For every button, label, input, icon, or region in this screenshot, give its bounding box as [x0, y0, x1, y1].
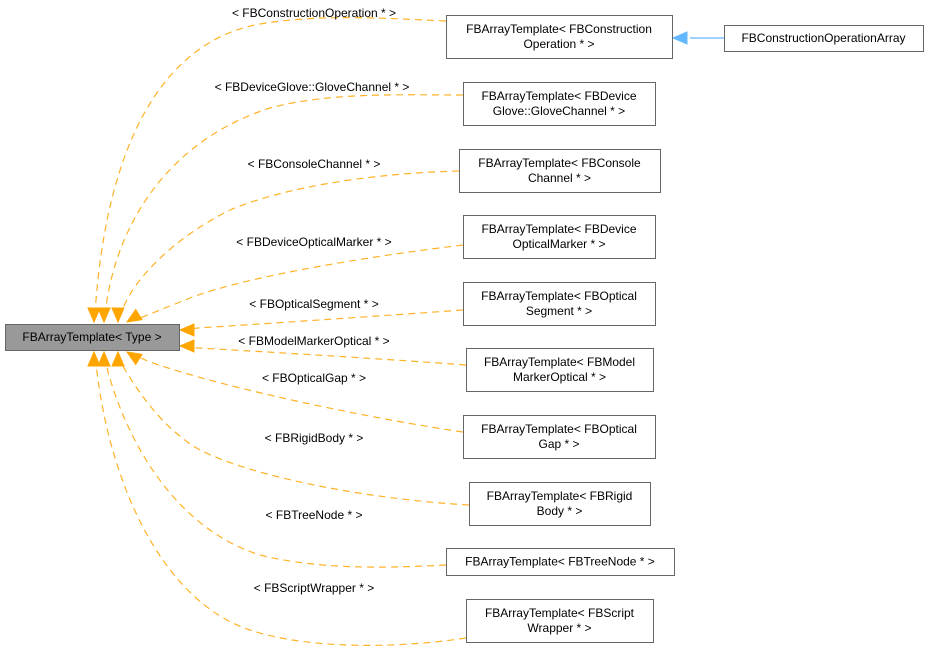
node-label: FBArrayTemplate< Type > [22, 330, 161, 344]
edge-label: < FBModelMarkerOptical * > [238, 334, 389, 348]
template-edge [179, 345, 467, 366]
inheritance-arrow-icon [671, 31, 688, 45]
template-edge [93, 17, 447, 323]
template-instance-node[interactable]: FBArrayTemplate< FBRigidBody * > [469, 482, 651, 526]
node-label: FBArrayTemplate< FBConsole [478, 156, 641, 170]
node-label: FBArrayTemplate< FBConstruction [466, 22, 652, 36]
template-instance-node[interactable]: FBArrayTemplate< FBDeviceGlove::GloveCha… [463, 82, 656, 126]
node-box [463, 215, 656, 259]
template-arrow-icon [125, 351, 143, 366]
template-instance-node[interactable]: FBArrayTemplate< FBOpticalGap * > [463, 415, 656, 459]
template-arrow-icon [97, 350, 111, 367]
node-box [463, 415, 656, 459]
node-label: Wrapper * > [527, 621, 591, 635]
node-label: FBArrayTemplate< FBModel [484, 355, 635, 369]
node-box [724, 25, 924, 52]
nodes-layer: FBArrayTemplate< Type > FBArrayTemplate< … [5, 15, 924, 643]
node-label: OpticalMarker * > [512, 237, 605, 251]
template-edge [93, 351, 467, 646]
root-node[interactable]: FBArrayTemplate< Type > [5, 324, 180, 351]
template-edge [103, 94, 464, 323]
template-instance-node[interactable]: FBArrayTemplate< FBOpticalSegment * > [463, 282, 656, 326]
edge-label: < FBDeviceOpticalMarker * > [236, 235, 391, 249]
edge-label: < FBConsoleChannel * > [248, 157, 381, 171]
template-edge [126, 351, 464, 433]
node-label: Operation * > [523, 37, 594, 51]
edge-label: < FBTreeNode * > [266, 508, 363, 522]
template-arrow-icon [178, 339, 195, 353]
node-label: Body * > [537, 504, 583, 518]
node-label: FBArrayTemplate< FBOptical [481, 289, 637, 303]
template-arrow-icon [97, 307, 111, 324]
node-label: MarkerOptical * > [513, 370, 606, 384]
template-edge [103, 351, 447, 568]
node-box [5, 324, 180, 351]
template-edge [117, 351, 470, 506]
edges-layer [87, 17, 724, 646]
template-arrow-icon [111, 350, 125, 367]
node-label: FBArrayTemplate< FBScript [485, 606, 635, 620]
derived-class-node[interactable]: FBConstructionOperationArray [724, 25, 924, 52]
node-box [463, 282, 656, 326]
template-instance-node[interactable]: FBArrayTemplate< FBDeviceOpticalMarker *… [463, 215, 656, 259]
template-edge [126, 244, 464, 323]
node-label: FBArrayTemplate< FBTreeNode * > [465, 555, 655, 569]
node-label: FBArrayTemplate< FBOptical [481, 422, 637, 436]
edge-labels-layer: < FBConstructionOperation * > < FBDeviceG… [215, 6, 410, 595]
template-instance-node[interactable]: FBArrayTemplate< FBConstructionOperation… [446, 15, 673, 59]
template-arrow-icon [111, 307, 125, 324]
template-edge [179, 309, 464, 331]
node-box [446, 15, 673, 59]
node-label: Segment * > [526, 304, 592, 318]
template-edge [117, 170, 460, 323]
template-arrow-icon [87, 350, 101, 367]
node-box [466, 599, 654, 643]
node-label: Channel * > [528, 171, 591, 185]
edge-label: < FBConstructionOperation * > [232, 6, 396, 20]
edge-label: < FBScriptWrapper * > [254, 581, 375, 595]
node-box [446, 548, 675, 576]
edge-label: < FBDeviceGlove::GloveChannel * > [215, 80, 410, 94]
node-label: FBConstructionOperationArray [741, 31, 905, 45]
template-arrow-icon [178, 323, 195, 337]
edge-label: < FBRigidBody * > [265, 431, 364, 445]
node-box [466, 348, 654, 392]
template-instance-node[interactable]: FBArrayTemplate< FBTreeNode * > [446, 548, 675, 576]
node-label: FBArrayTemplate< FBRigid [487, 489, 633, 503]
template-arrow-icon [125, 308, 143, 323]
node-label: Glove::GloveChannel * > [493, 104, 625, 118]
node-box [459, 149, 661, 193]
node-box [463, 82, 656, 126]
edge-label: < FBOpticalGap * > [262, 371, 366, 385]
node-label: Gap * > [538, 437, 579, 451]
template-instance-node[interactable]: FBArrayTemplate< FBModelMarkerOptical * … [466, 348, 654, 392]
edge-label: < FBOpticalSegment * > [249, 297, 378, 311]
node-label: FBArrayTemplate< FBDevice [481, 222, 636, 236]
node-label: FBArrayTemplate< FBDevice [481, 89, 636, 103]
node-box [469, 482, 651, 526]
template-arrow-icon [87, 307, 101, 324]
template-instance-node[interactable]: FBArrayTemplate< FBScriptWrapper * > [466, 599, 654, 643]
template-instance-node[interactable]: FBArrayTemplate< FBConsoleChannel * > [459, 149, 661, 193]
